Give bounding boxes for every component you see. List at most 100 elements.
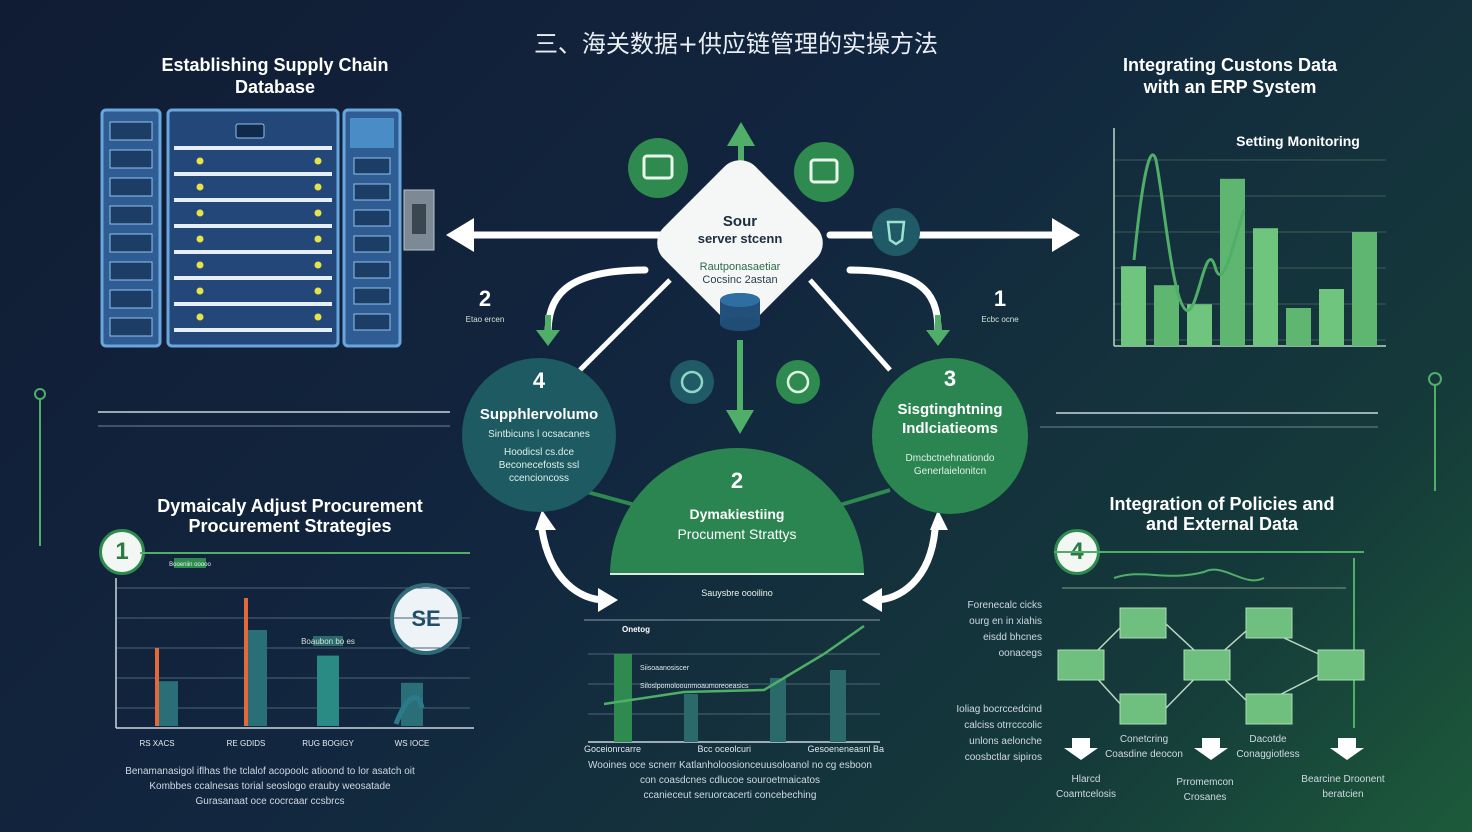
policies-left-caption-line: Ioliag bocrccedcind (956, 704, 1042, 715)
center-chart-label-a: Siisoaanosiscer (640, 665, 690, 672)
procurement-chart: Boaubon bo es Booeniin ooooo RS XACS RE G… (115, 552, 474, 748)
procurement-section-title: Dymaicaly Adjust Procurement Procurement… (140, 496, 440, 536)
flow-node (1245, 607, 1293, 639)
policies-title-line2: and External Data (1145, 514, 1299, 534)
procurement-title-line1: Dymaicaly Adjust Procurement (157, 496, 423, 516)
policies-foot-caption-3: Bearcine Droonent beratcien (1290, 772, 1396, 802)
procurement-box-label: Booeniin ooooo (169, 562, 211, 568)
side-label-1: Ecbc ocne (981, 315, 1019, 324)
policies-left-caption-line: calciss otrrcccolic (964, 720, 1042, 731)
policies-left-caption-line: coosbctlar sipiros (964, 752, 1042, 763)
side-number-1: 1 (993, 286, 1007, 311)
procurement-title-line2: Procurement Strategies (188, 516, 392, 536)
erp-title-line2: with an ERP System (1143, 77, 1317, 97)
circle-3-number: 3 (943, 366, 957, 391)
procurement-x-label: WS IOCE (395, 739, 430, 748)
policies-left-caption-2: Ioliag bocrccedcind calciss otrrcccolic … (920, 702, 1042, 766)
stack-icon-right (794, 142, 854, 202)
erp-bar (1352, 232, 1377, 346)
hub-line1: Sour (723, 213, 757, 230)
left-decor-lines (34, 388, 450, 546)
circle-3-label-line2: Indlciatieoms (902, 420, 998, 437)
flow-node (1057, 649, 1105, 681)
circle-2-base-label: Sauysbre oooilino (701, 588, 773, 598)
hub-line3: Rautponasaetiar (700, 261, 781, 273)
policies-section-title: Integration of Policies and and External… (1092, 494, 1352, 534)
erp-bar (1286, 308, 1311, 346)
hub-node (657, 160, 823, 326)
policies-foot-caption-line: beratcien (1322, 789, 1364, 800)
center-chart-xlabel: Goceionrcarre (584, 744, 642, 754)
erp-bar (1319, 289, 1344, 346)
procurement-x-label: RE GDIDS (227, 739, 266, 748)
procurement-caption-line3: Gurasanaat oce cocrcaar ccsbrcs (195, 796, 345, 807)
circle-node-3 (872, 358, 1028, 514)
policies-title-line1: Integration of Policies and (1109, 494, 1335, 514)
procurement-bar (401, 682, 423, 726)
circle-4-number: 4 (532, 368, 546, 393)
flow-node (1183, 649, 1231, 681)
database-title-line1: Establishing Supply Chain (161, 55, 389, 75)
semicircle-base (610, 573, 864, 575)
procurement-caption: Benamanasigol iflhas the tclalof acopool… (100, 764, 440, 809)
policies-bottom-caption-line: Dacotde (1249, 734, 1287, 745)
procurement-bar (156, 681, 178, 726)
shield-icon (872, 208, 920, 256)
circle-3-sub1: Dmcbctnehnationdo (905, 453, 995, 464)
server-rack-illustration (100, 108, 435, 348)
flow-node (1317, 649, 1365, 681)
circle-2-number: 2 (730, 468, 744, 493)
hub-line4: Cocsinc 2astan (702, 274, 777, 286)
center-chart-xlabel: Gesoeneneasnl Ba (807, 744, 884, 754)
circle-3-sub2: Generlaielonitcn (913, 466, 987, 477)
policies-bottom-caption-2: Dacotde Conaggiotless (1226, 732, 1310, 762)
procurement-inner-label: Boaubon bo es (301, 637, 355, 646)
policies-bottom-caption-line: Conetcring (1119, 734, 1169, 745)
circle-4-label: Supphlervolumo (479, 406, 599, 423)
policies-left-caption-line: Forenecalc cicks (967, 600, 1042, 611)
circle-2-label-line2: Procument Strattys (677, 526, 797, 542)
globe-icon (670, 360, 714, 404)
procurement-caption-line2: Kombbes ccalnesas torial seoslogo erauby… (149, 781, 391, 792)
database-icon (720, 293, 760, 307)
circle-node-4 (462, 358, 616, 512)
flow-node (1245, 693, 1293, 725)
erp-bar (1121, 266, 1146, 346)
erp-bar (1253, 228, 1278, 346)
policies-foot-caption-1: Hlarcd Coamtcelosis (1046, 772, 1126, 802)
procurement-caption-line1: Benamanasigol iflhas the tclalof acopool… (125, 766, 415, 777)
policies-foot-caption-line: Bearcine Droonent (1301, 774, 1385, 785)
side-number-2: 2 (478, 286, 492, 311)
center-caption: Wooines oce scnerr Katlanholoosionceuuso… (570, 758, 890, 803)
procurement-x-label: RUG BOGIGY (302, 739, 354, 748)
policies-left-caption-line: eisdd bhcnes (983, 632, 1042, 643)
center-chart-label-top: Onetog (622, 625, 650, 634)
procurement-x-label: RS XACS (139, 739, 174, 748)
center-caption-line1: Wooines oce scnerr Katlanholoosionceuuso… (588, 760, 872, 771)
erp-bar (1154, 285, 1179, 346)
policies-bottom-caption-line: Coasdine deocon (1105, 749, 1183, 760)
database-title-line2: Database (234, 77, 316, 97)
arrow-head-left (446, 218, 474, 252)
stack-icon-left (628, 138, 688, 198)
center-chart-xlabel: Bcc oceolcuri (697, 744, 751, 754)
policies-bottom-caption-line: Conaggiotless (1236, 749, 1300, 760)
policies-left-caption-line: oonacegs (998, 648, 1042, 659)
circle-4-sub3: Beconecefosts ssl (498, 460, 580, 471)
center-caption-line2: con coasdcnes cdlucoe souroetmaicatos (639, 775, 821, 786)
policies-foot-caption-2: Prromemcon Crosanes (1160, 775, 1250, 805)
erp-monitoring-chart: Setting Monitoring (1113, 128, 1386, 347)
policies-left-caption-line: unlons aelonche (969, 736, 1042, 747)
hub-diagram: Sour server stcenn Rautponasaetiar Cocsi… (446, 122, 1080, 612)
erp-section-title: Integrating Custons Data with an ERP Sys… (1090, 54, 1370, 98)
side-label-2: Etao ercen (465, 315, 505, 324)
policies-foot-caption-line: Coamtcelosis (1055, 789, 1117, 800)
se-logo: SE (390, 583, 462, 655)
circle-4-sub2: Hoodicsl cs.dce (503, 447, 575, 458)
circle-3-label-line1: Sisgtinghtning (897, 401, 1003, 418)
policies-foot-caption-line: Crosanes (1183, 792, 1227, 803)
center-line-chart: Onetog Siisoaanosiscer Siloslpomoloounmo… (584, 619, 880, 743)
page-title: 三、海关数据+供应链管理的实操方法 (533, 30, 939, 58)
center-chart-xlabels: Goceionrcarre Bcc oceolcuri Gesoeneneasn… (584, 744, 884, 754)
procurement-bar (317, 655, 339, 726)
